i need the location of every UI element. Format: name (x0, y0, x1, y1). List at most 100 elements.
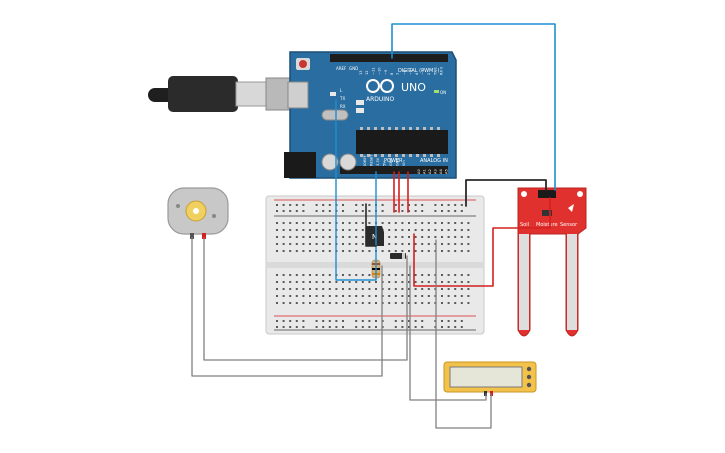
breadboard-hole[interactable] (441, 281, 443, 283)
breadboard-hole[interactable] (302, 229, 305, 231)
breadboard-hole[interactable] (447, 320, 450, 322)
breadboard-hole[interactable] (315, 281, 318, 283)
breadboard-hole[interactable] (276, 274, 278, 276)
breadboard-hole[interactable] (427, 281, 430, 283)
breadboard-hole[interactable] (368, 326, 371, 328)
breadboard-hole[interactable] (454, 326, 457, 328)
breadboard-hole[interactable] (328, 204, 331, 206)
breadboard-hole[interactable] (282, 229, 285, 231)
breadboard-hole[interactable] (282, 243, 285, 245)
breadboard-hole[interactable] (355, 302, 358, 304)
breadboard-hole[interactable] (295, 295, 298, 297)
breadboard-hole[interactable] (328, 288, 331, 290)
breadboard-hole[interactable] (355, 281, 358, 283)
breadboard-hole[interactable] (328, 281, 331, 283)
breadboard-hole[interactable] (421, 281, 424, 283)
breadboard-hole[interactable] (309, 274, 311, 276)
breadboard-hole[interactable] (309, 243, 311, 245)
breadboard-hole[interactable] (441, 204, 443, 206)
breadboard-hole[interactable] (454, 295, 457, 297)
breadboard-hole[interactable] (368, 281, 371, 283)
breadboard-hole[interactable] (315, 274, 318, 276)
breadboard-hole[interactable] (335, 288, 338, 290)
breadboard-hole[interactable] (441, 222, 443, 224)
breadboard-hole[interactable] (295, 243, 298, 245)
breadboard-hole[interactable] (381, 250, 384, 252)
breadboard-hole[interactable] (421, 250, 424, 252)
breadboard-hole[interactable] (447, 236, 450, 238)
breadboard-hole[interactable] (302, 222, 305, 224)
breadboard-hole[interactable] (361, 222, 364, 224)
wire-gray-motor-1[interactable] (191, 237, 383, 377)
breadboard-hole[interactable] (342, 288, 344, 290)
breadboard-hole[interactable] (381, 204, 384, 206)
breadboard-hole[interactable] (289, 281, 292, 283)
breadboard-hole[interactable] (282, 302, 285, 304)
breadboard-hole[interactable] (315, 243, 318, 245)
breadboard-hole[interactable] (414, 295, 417, 297)
breadboard-hole[interactable] (408, 326, 410, 328)
breadboard-hole[interactable] (368, 222, 371, 224)
breadboard-hole[interactable] (394, 281, 397, 283)
breadboard-hole[interactable] (315, 204, 318, 206)
breadboard-hole[interactable] (348, 243, 351, 245)
breadboard-hole[interactable] (348, 274, 351, 276)
breadboard-hole[interactable] (467, 295, 470, 297)
breadboard-hole[interactable] (302, 236, 305, 238)
breadboard-hole[interactable] (282, 295, 285, 297)
breadboard-hole[interactable] (401, 236, 404, 238)
breadboard-hole[interactable] (447, 222, 450, 224)
breadboard-hole[interactable] (421, 229, 424, 231)
breadboard-hole[interactable] (355, 229, 358, 231)
breadboard-hole[interactable] (460, 302, 463, 304)
breadboard-hole[interactable] (295, 229, 298, 231)
breadboard-hole[interactable] (342, 274, 344, 276)
breadboard-hole[interactable] (447, 229, 450, 231)
breadboard-hole[interactable] (328, 243, 331, 245)
breadboard-hole[interactable] (322, 243, 325, 245)
breadboard-hole[interactable] (447, 250, 450, 252)
breadboard-hole[interactable] (348, 288, 351, 290)
breadboard-hole[interactable] (322, 281, 325, 283)
breadboard-hole[interactable] (434, 210, 437, 212)
breadboard-hole[interactable] (460, 320, 463, 322)
breadboard-hole[interactable] (361, 288, 364, 290)
breadboard-hole[interactable] (361, 320, 364, 322)
breadboard-hole[interactable] (421, 222, 424, 224)
breadboard-hole[interactable] (315, 302, 318, 304)
breadboard-hole[interactable] (322, 295, 325, 297)
breadboard-hole[interactable] (454, 274, 457, 276)
breadboard-hole[interactable] (355, 236, 358, 238)
breadboard-hole[interactable] (342, 326, 344, 328)
breadboard-hole[interactable] (335, 281, 338, 283)
breadboard-hole[interactable] (276, 210, 278, 212)
breadboard-hole[interactable] (427, 295, 430, 297)
breadboard-hole[interactable] (441, 288, 443, 290)
breadboard-hole[interactable] (441, 274, 443, 276)
breadboard-hole[interactable] (368, 204, 371, 206)
breadboard-hole[interactable] (348, 229, 351, 231)
breadboard-hole[interactable] (322, 222, 325, 224)
breadboard-hole[interactable] (289, 236, 292, 238)
breadboard-hole[interactable] (414, 320, 417, 322)
breadboard-hole[interactable] (467, 274, 470, 276)
breadboard-hole[interactable] (276, 320, 278, 322)
breadboard-hole[interactable] (454, 250, 457, 252)
breadboard-hole[interactable] (309, 281, 311, 283)
breadboard-hole[interactable] (322, 320, 325, 322)
breadboard-hole[interactable] (315, 295, 318, 297)
breadboard-hole[interactable] (467, 222, 470, 224)
breadboard-hole[interactable] (408, 210, 410, 212)
digital-header[interactable] (330, 54, 448, 62)
breadboard-hole[interactable] (348, 250, 351, 252)
breadboard-hole[interactable] (309, 236, 311, 238)
wire-gray-lcd-2[interactable] (435, 239, 492, 429)
breadboard-hole[interactable] (414, 243, 417, 245)
breadboard-hole[interactable] (427, 222, 430, 224)
breadboard-hole[interactable] (322, 250, 325, 252)
breadboard-hole[interactable] (454, 229, 457, 231)
breadboard-hole[interactable] (328, 229, 331, 231)
breadboard-hole[interactable] (447, 210, 450, 212)
breadboard-hole[interactable] (394, 320, 397, 322)
breadboard-hole[interactable] (289, 320, 292, 322)
